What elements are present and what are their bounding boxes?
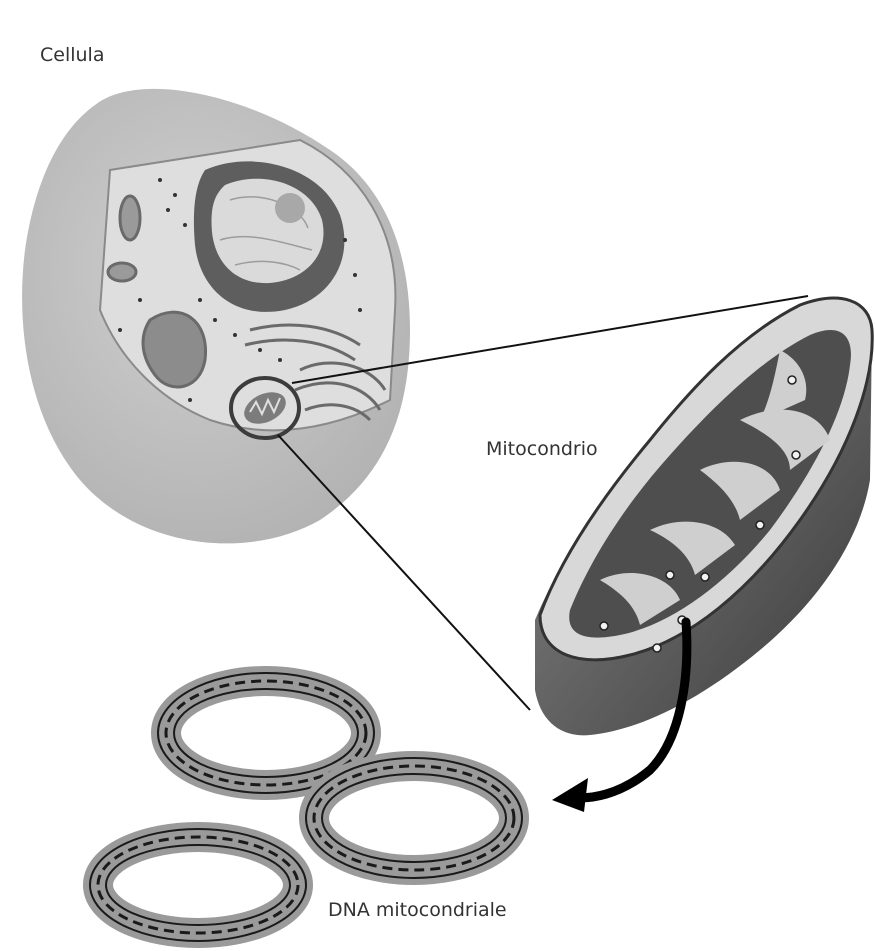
- mitochondrion-label: Mitocondrio: [486, 438, 598, 460]
- cell-label: Cellula: [40, 44, 104, 66]
- dna-ring: [306, 758, 522, 878]
- mitochondrion-illustration: [535, 298, 872, 735]
- mtdna-label: DNA mitocondriale: [328, 899, 507, 921]
- cell-illustration: [22, 89, 410, 544]
- dna-ring: [90, 829, 306, 941]
